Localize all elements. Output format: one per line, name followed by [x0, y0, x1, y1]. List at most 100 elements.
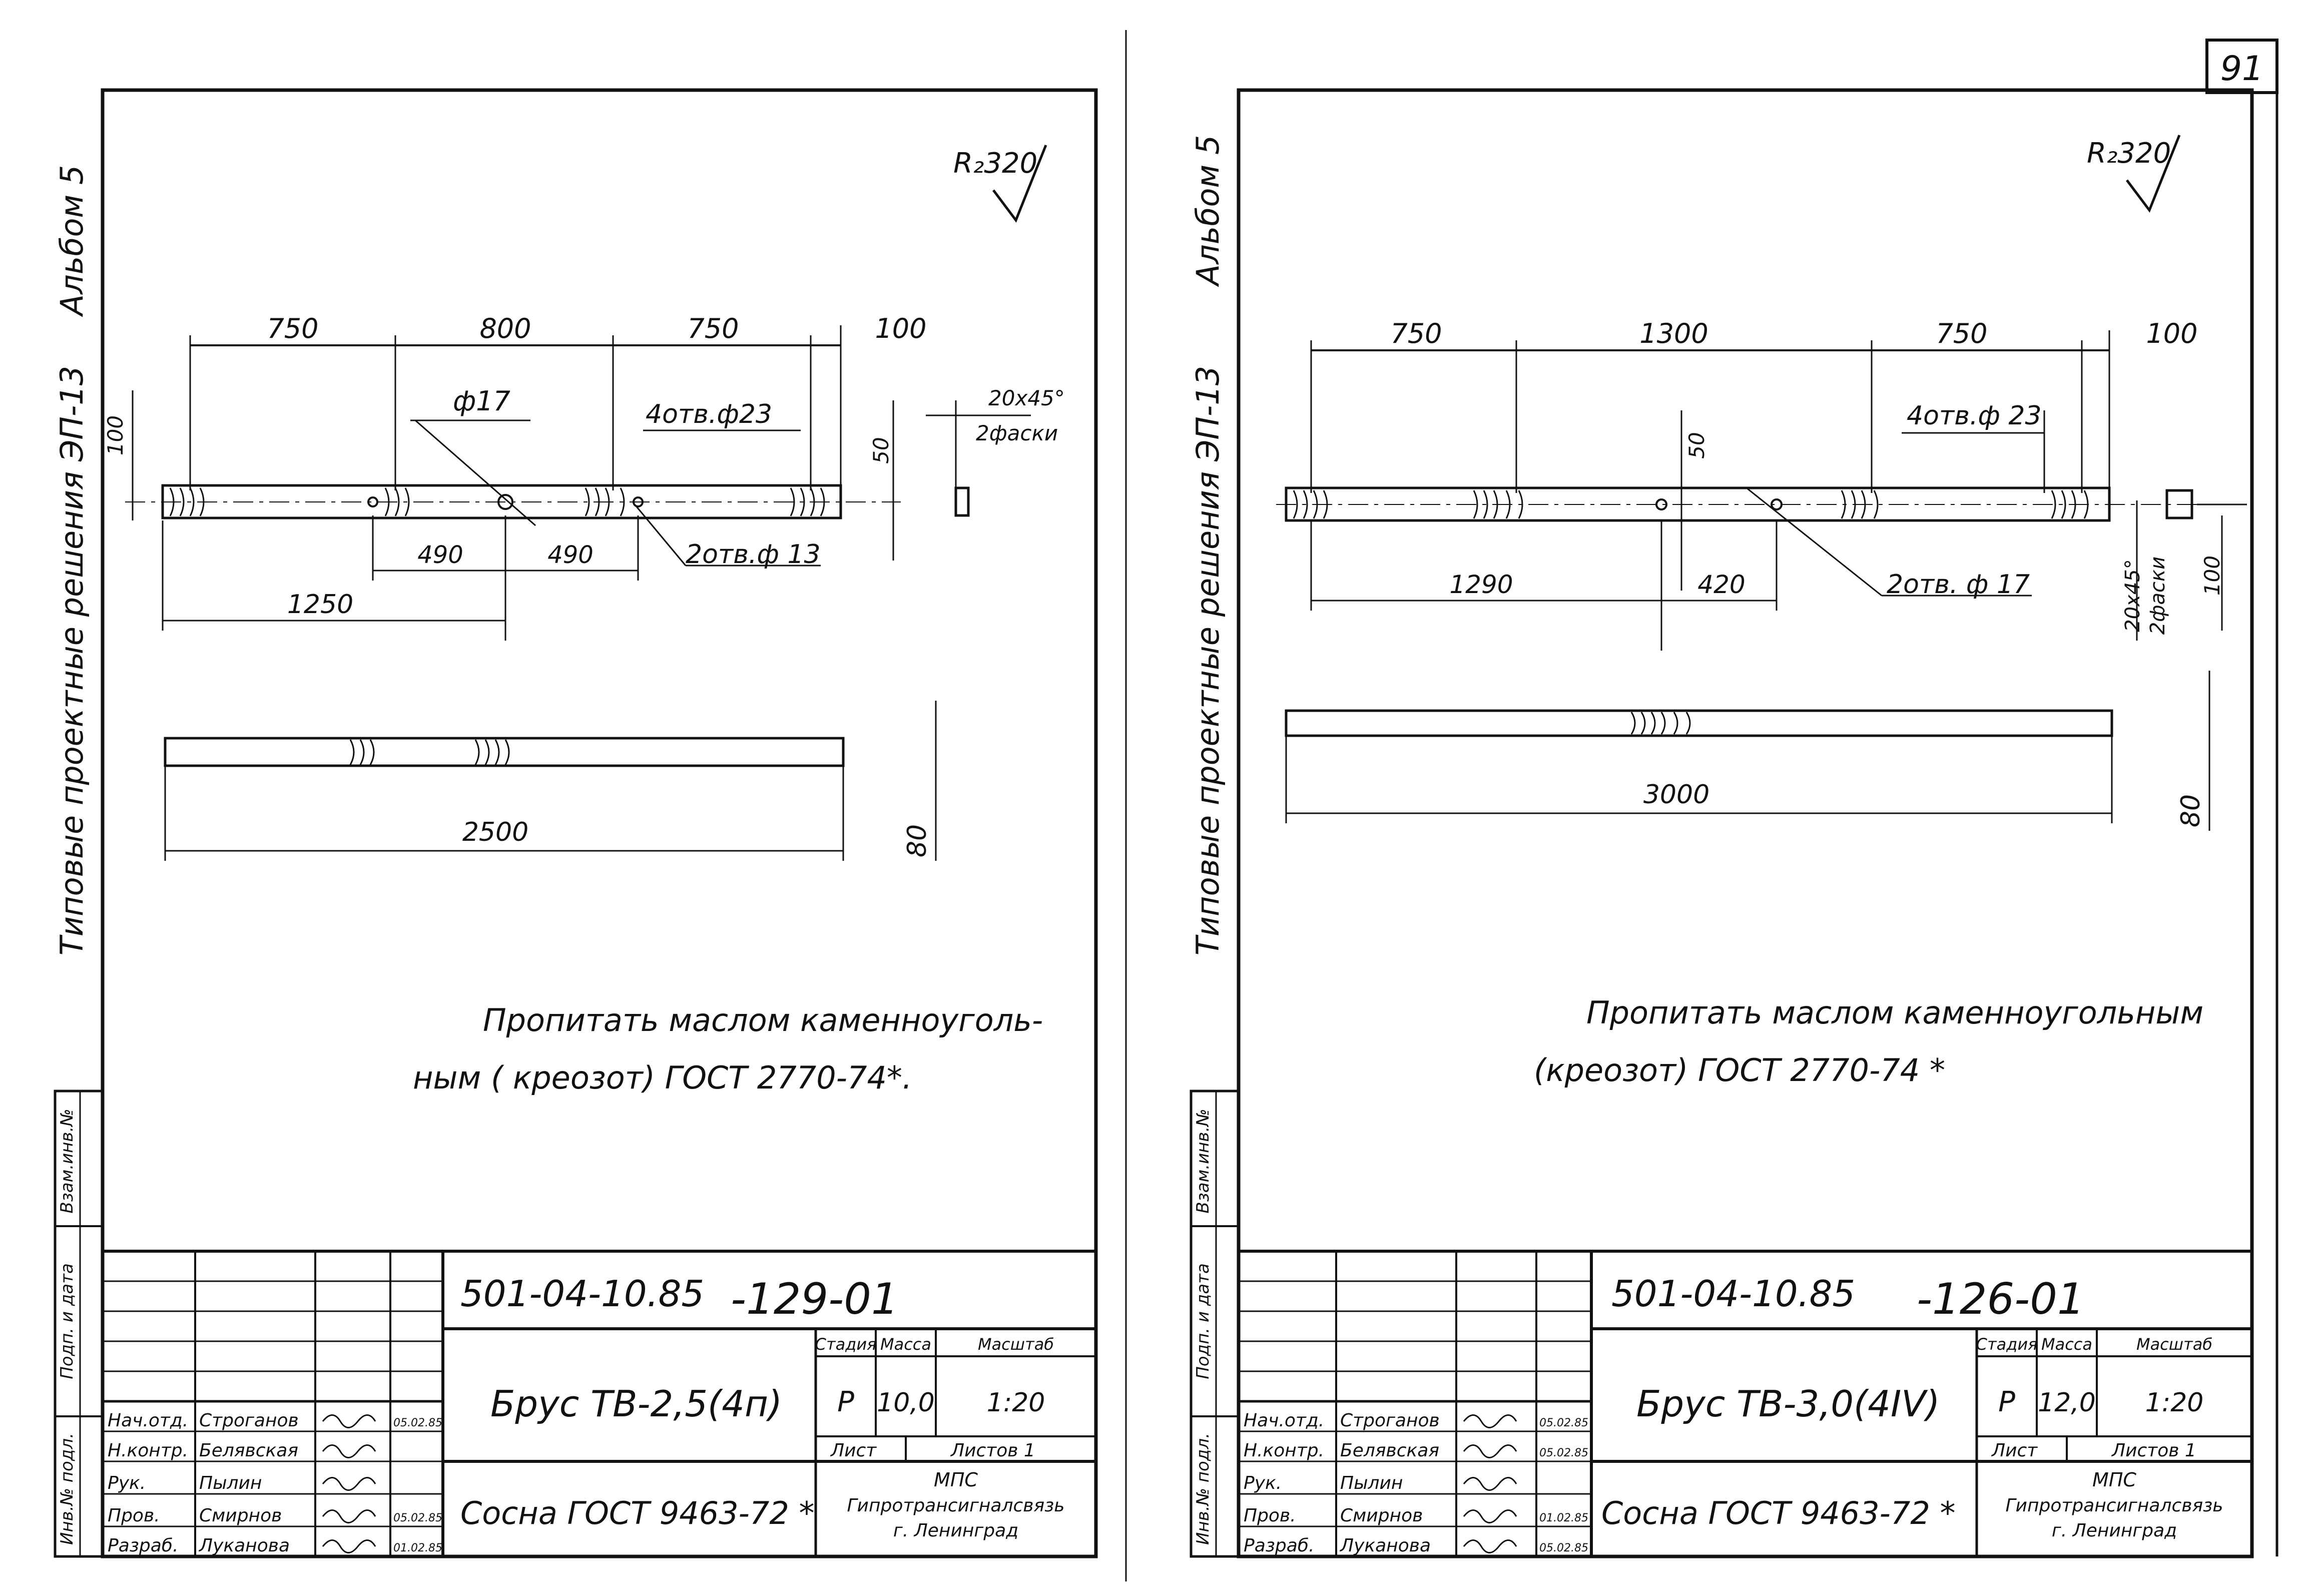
right-name-1: Строганов — [1340, 1410, 1440, 1431]
right-role-4: Пров. — [1244, 1505, 1296, 1526]
right-height-dim: 100 — [2200, 556, 2224, 596]
left-sheet-hdr: Лист — [830, 1440, 877, 1461]
left-hole-17 — [497, 494, 513, 510]
right-margin-label-1: Взам.инв.№ — [1193, 1109, 1213, 1213]
right-mass-hdr: Масса — [2041, 1335, 2092, 1354]
right-name-5: Луканова — [1339, 1535, 1431, 1556]
right-scale-hdr: Масштаб — [2136, 1335, 2212, 1354]
left-top-dim-4: 100 — [875, 313, 926, 344]
left-doc-code: 501-04-10.85 — [460, 1273, 704, 1315]
left-name-3: Пылин — [199, 1473, 262, 1493]
right-date-5: 05.02.85 — [1539, 1542, 1588, 1554]
left-role-4: Пров. — [108, 1505, 160, 1526]
right-hole-17-a — [1655, 498, 1667, 510]
right-hole-17-b — [1771, 498, 1783, 510]
right-title: Брус ТВ-3,0(4IV) — [1636, 1383, 1940, 1425]
right-series-label: Типовые проектные решения ЭП-13 — [1190, 366, 1226, 955]
right-margin-strip — [1190, 1090, 1240, 1558]
left-top-dim-2: 800 — [479, 313, 531, 344]
left-chamfer-section — [954, 486, 970, 517]
left-scale: 1:20 — [987, 1388, 1045, 1418]
left-mass: 10,0 — [877, 1388, 935, 1418]
right-role-2: Н.контр. — [1244, 1440, 1324, 1461]
left-top-dim-1: 750 — [267, 313, 318, 344]
right-sheets-hdr: Листов 1 — [2111, 1440, 2196, 1461]
right-top-dim-1: 750 — [1390, 318, 1442, 349]
right-title-block: Нач.отд. Н.контр. Рук. Пров. Разраб. Стр… — [1239, 1250, 2252, 1556]
left-role-5: Разраб. — [108, 1535, 178, 1556]
right-role-3: Рук. — [1244, 1473, 1282, 1493]
right-material: Сосна ГОСТ 9463-72 * — [1601, 1495, 1956, 1531]
left-role-2: Н.контр. — [108, 1440, 188, 1461]
left-margin-strip — [54, 1090, 104, 1558]
left-sheets-hdr: Листов 1 — [950, 1440, 1035, 1461]
page-number: 91 — [2220, 49, 2264, 89]
left-hole-13-b — [633, 496, 644, 507]
right-roughness-mark — [2126, 135, 2181, 213]
right-thickness-dim: 50 — [1684, 432, 1709, 458]
right-note-2: (креозот) ГОСТ 2770-74 * — [1534, 1052, 1945, 1089]
right-name-2: Белявская — [1340, 1440, 1439, 1461]
left-margin-label-2: Подп. и дата — [57, 1263, 77, 1379]
right-doc-suffix: -126-01 — [1917, 1274, 2085, 1324]
left-name-4: Смирнов — [199, 1505, 282, 1526]
left-stage-hdr: Стадия — [815, 1335, 877, 1354]
right-chamfer-count: 2фаски — [2146, 557, 2169, 635]
right-note-1: Пропитать маслом каменноугольным — [1586, 994, 2203, 1031]
right-beam-top-view — [1285, 486, 2111, 522]
left-offset-dim: 1250 — [287, 590, 353, 620]
left-date-4: 05.02.85 — [393, 1512, 442, 1524]
right-stage: Р — [1998, 1386, 2015, 1418]
left-org-1: МПС — [934, 1469, 978, 1491]
left-top-dim-3: 750 — [687, 313, 739, 344]
left-margin-label-1: Взам.инв.№ — [57, 1109, 77, 1213]
left-width-dim: 80 — [902, 824, 932, 857]
left-title: Брус ТВ-2,5(4п) — [490, 1383, 782, 1425]
left-role-3: Рук. — [108, 1473, 146, 1493]
left-roughness: R₂320 — [953, 147, 1037, 180]
right-holes-four-label: 4отв.ф 23 — [1907, 401, 2042, 431]
left-height-dim: 100 — [103, 415, 128, 455]
right-holes-two-label: 2отв. ф 17 — [1887, 570, 2030, 600]
left-hole-17-label: ф17 — [453, 385, 510, 417]
left-org-3: г. Ленинград — [893, 1520, 1018, 1541]
right-bottom-dim-1: 1290 — [1449, 570, 1513, 599]
left-chamfer-count: 2фаски — [976, 421, 1058, 445]
right-frame — [1237, 88, 2254, 1558]
left-stage: Р — [837, 1386, 854, 1418]
left-signatures — [322, 1414, 376, 1553]
left-doc-suffix: -129-01 — [731, 1274, 899, 1324]
right-margin-label-2: Подп. и дата — [1193, 1263, 1213, 1379]
right-beam-side-view — [1285, 709, 2113, 737]
left-bottom-dim-1: 490 — [417, 541, 463, 569]
right-signatures — [1463, 1414, 1517, 1553]
right-date-2: 05.02.85 — [1539, 1447, 1588, 1459]
left-length-dim: 2500 — [462, 817, 528, 847]
right-top-dim-4: 100 — [2146, 318, 2197, 349]
left-role-1: Нач.отд. — [108, 1410, 188, 1431]
left-title-block: Нач.отд. Н.контр. Рук. Пров. Разраб. Стр… — [103, 1250, 1096, 1556]
right-name-4: Смирнов — [1340, 1505, 1423, 1526]
left-name-2: Белявская — [199, 1440, 298, 1461]
right-margin-label-3: Инв.№ подл. — [1193, 1433, 1213, 1545]
left-material: Сосна ГОСТ 9463-72 * — [460, 1495, 815, 1531]
right-role-5: Разраб. — [1244, 1535, 1314, 1556]
left-name-5: Луканова — [198, 1535, 290, 1556]
right-chamfer: 20x45° — [2121, 559, 2144, 632]
left-date-1: 05.02.85 — [393, 1417, 442, 1429]
right-role-1: Нач.отд. — [1244, 1410, 1324, 1431]
left-thickness-dim: 50 — [869, 437, 893, 463]
right-top-dim-3: 750 — [1936, 318, 1987, 349]
right-bottom-dim-2: 420 — [1697, 570, 1745, 599]
right-top-dim-2: 1300 — [1639, 318, 1708, 349]
left-name-1: Строганов — [199, 1410, 299, 1431]
right-mass: 12,0 — [2038, 1388, 2096, 1418]
left-roughness-mark — [992, 145, 1047, 223]
left-org-2: Гипротрансигналсвязь — [847, 1495, 1064, 1516]
right-org-1: МПС — [2092, 1469, 2136, 1491]
right-org-2: Гипротрансигналсвязь — [2005, 1495, 2223, 1516]
left-chamfer: 20x45° — [988, 386, 1065, 410]
left-frame — [101, 88, 1098, 1558]
left-mass-hdr: Масса — [880, 1335, 931, 1354]
